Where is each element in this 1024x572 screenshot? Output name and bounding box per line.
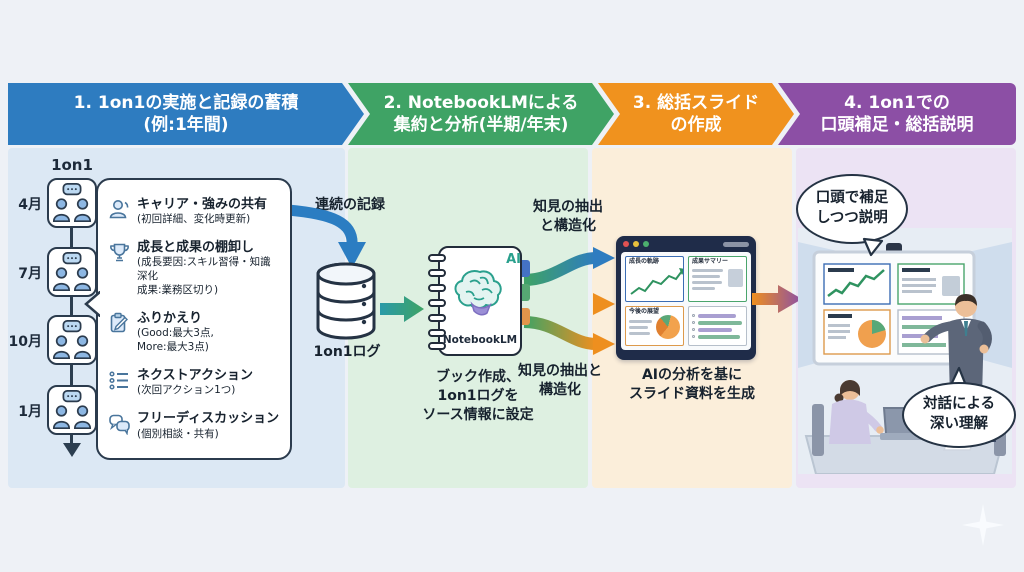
agenda-title: ふりかえり xyxy=(137,310,203,326)
titlebar-pill xyxy=(723,241,749,247)
right-arrow-icon xyxy=(380,296,424,322)
speech-bubble-top: 口頭で補足 しつつ説明 xyxy=(796,174,908,244)
people-chat-icon xyxy=(52,252,92,292)
extract-label-top: 知見の抽出 と構造化 xyxy=(533,199,603,234)
agenda-item: ネクストアクション (次回アクション1つ) xyxy=(108,368,280,398)
month-label: 7月 xyxy=(18,266,42,282)
book-tab-orange xyxy=(520,308,530,325)
agenda-sub: (成長要因:スキル習得・知識深化 成果:業務区切り) xyxy=(137,256,271,296)
seated-woman-figure xyxy=(812,380,884,456)
line-chart-icon xyxy=(630,267,683,295)
summary-slide-mockup: 成長の軌跡 成果サマリー 今後の展望 xyxy=(616,236,756,360)
right-arrow-gradient-icon xyxy=(752,285,802,313)
spiral-ring xyxy=(428,284,446,292)
window-dot-yellow xyxy=(633,241,639,247)
continuous-record-label: 連続の記録 xyxy=(315,197,385,213)
spiral-ring xyxy=(428,329,446,337)
slide-panel-results: 成果サマリー xyxy=(688,256,747,302)
spiral-ring xyxy=(428,269,446,277)
log-label: 1on1ログ xyxy=(313,344,381,360)
bubble-tail xyxy=(862,237,884,257)
people-chat-icon xyxy=(52,183,92,223)
step1-title-line2: (例:1年間) xyxy=(143,115,229,135)
slide-titlebar xyxy=(616,236,756,252)
step1-title-line1: 1. 1on1の実施と記録の蓄積 xyxy=(73,92,299,113)
month-label: 4月 xyxy=(18,197,42,213)
timeline-title: 1on1 xyxy=(51,156,93,174)
agenda-sub: (初回詳細、変化時更新) xyxy=(137,213,251,225)
step2-title-line2: 集約と分析(半期/年末) xyxy=(393,115,569,135)
step2-header: 2. NotebookLMによる 集約と分析(半期/年末) xyxy=(348,83,614,145)
agenda-sub: (個別相談・共有) xyxy=(137,427,219,440)
panel-title: 成長の軌跡 xyxy=(629,258,660,265)
curved-arrow-down-icon xyxy=(286,204,366,268)
window-dot-red xyxy=(623,241,629,247)
timeline-arrowhead xyxy=(63,443,81,457)
slide-generation-caption: AIの分析を基に スライド資料を生成 xyxy=(629,367,755,402)
step4-title-line1: 4. 1on1での xyxy=(844,92,950,113)
spiral-ring xyxy=(428,254,446,262)
analysis-arrows-icon xyxy=(521,247,615,355)
spiral-ring xyxy=(428,299,446,307)
book-tab-green xyxy=(520,284,530,301)
oneonone-meeting-icon xyxy=(47,178,97,228)
slide-panel-outlook: 今後の展望 xyxy=(625,305,684,346)
book-label: NotebookLM xyxy=(442,334,518,346)
agenda-title: ネクストアクション xyxy=(137,367,253,383)
agenda-title: キャリア・強みの共有 xyxy=(137,196,268,212)
oneonone-meeting-icon xyxy=(47,247,97,297)
agenda-item: 成長と成果の棚卸し (成長要因:スキル習得・知識深化 成果:業務区切り) xyxy=(108,240,280,297)
step2-title-line1: 2. NotebookLMによる xyxy=(383,92,579,113)
brain-icon xyxy=(454,270,502,316)
person-icon xyxy=(109,199,129,219)
trophy-icon xyxy=(110,243,129,262)
pie-chart-icon xyxy=(656,315,680,340)
agenda-callout: キャリア・強みの共有 (初回詳細、変化時更新) 成長と成果の棚卸し (成長要因:… xyxy=(96,178,292,460)
list-icon xyxy=(109,371,128,390)
step4-title-line2: 口頭補足・総括説明 xyxy=(820,115,974,135)
chat-icon xyxy=(109,414,130,436)
step1-header: 1. 1on1の実施と記録の蓄積 (例:1年間) xyxy=(8,83,364,145)
slide-panel-growth: 成長の軌跡 xyxy=(625,256,684,302)
spiral-ring xyxy=(428,314,446,322)
panel-title: 今後の展望 xyxy=(629,307,660,315)
speech-bubble-bottom: 対話による 深い理解 xyxy=(902,382,1016,448)
slide-panel-bullets xyxy=(688,305,747,346)
callout-tail xyxy=(84,291,100,317)
book-setup-caption: ブック作成、 1on1ログを ソース情報に設定 xyxy=(422,369,534,423)
window-dot-green xyxy=(643,241,649,247)
month-label: 10月 xyxy=(8,334,42,350)
notebooklm-book-icon: AI NotebookLM xyxy=(428,246,530,356)
spiral-ring xyxy=(428,342,446,350)
people-chat-icon xyxy=(52,390,92,430)
sparkle-watermark-icon xyxy=(962,504,1004,546)
oneonone-meeting-icon xyxy=(47,315,97,365)
database-icon xyxy=(316,262,376,340)
image-placeholder xyxy=(728,268,743,287)
step3-header: 3. 総括スライド の作成 xyxy=(598,83,794,145)
book-tab-blue xyxy=(520,260,530,277)
agenda-sub: (Good:最大3点, More:最大3点) xyxy=(137,327,214,353)
step3-title-line2: の作成 xyxy=(670,115,722,135)
ai-badge: AI xyxy=(506,252,521,267)
oneonone-meeting-icon xyxy=(47,385,97,435)
agenda-title: フリーディスカッション xyxy=(137,411,280,427)
slide-body: 成長の軌跡 成果サマリー 今後の展望 xyxy=(621,252,751,350)
step4-header: 4. 1on1での 口頭補足・総括説明 xyxy=(778,83,1016,145)
agenda-item: ふりかえり (Good:最大3点, More:最大3点) xyxy=(108,311,280,355)
clipboard-icon xyxy=(110,312,128,333)
agenda-title: 成長と成果の棚卸し xyxy=(137,240,255,256)
agenda-item: キャリア・強みの共有 (初回詳細、変化時更新) xyxy=(108,197,280,227)
step3-title-line1: 3. 総括スライド xyxy=(632,92,760,113)
extract-label-bottom: 知見の抽出と 構造化 xyxy=(518,363,602,398)
agenda-item: フリーディスカッション (個別相談・共有) xyxy=(108,411,280,441)
month-label: 1月 xyxy=(18,404,42,420)
agenda-sub: (次回アクション1つ) xyxy=(137,384,236,397)
panel-title: 成果サマリー xyxy=(692,258,729,265)
people-chat-icon xyxy=(52,320,92,360)
